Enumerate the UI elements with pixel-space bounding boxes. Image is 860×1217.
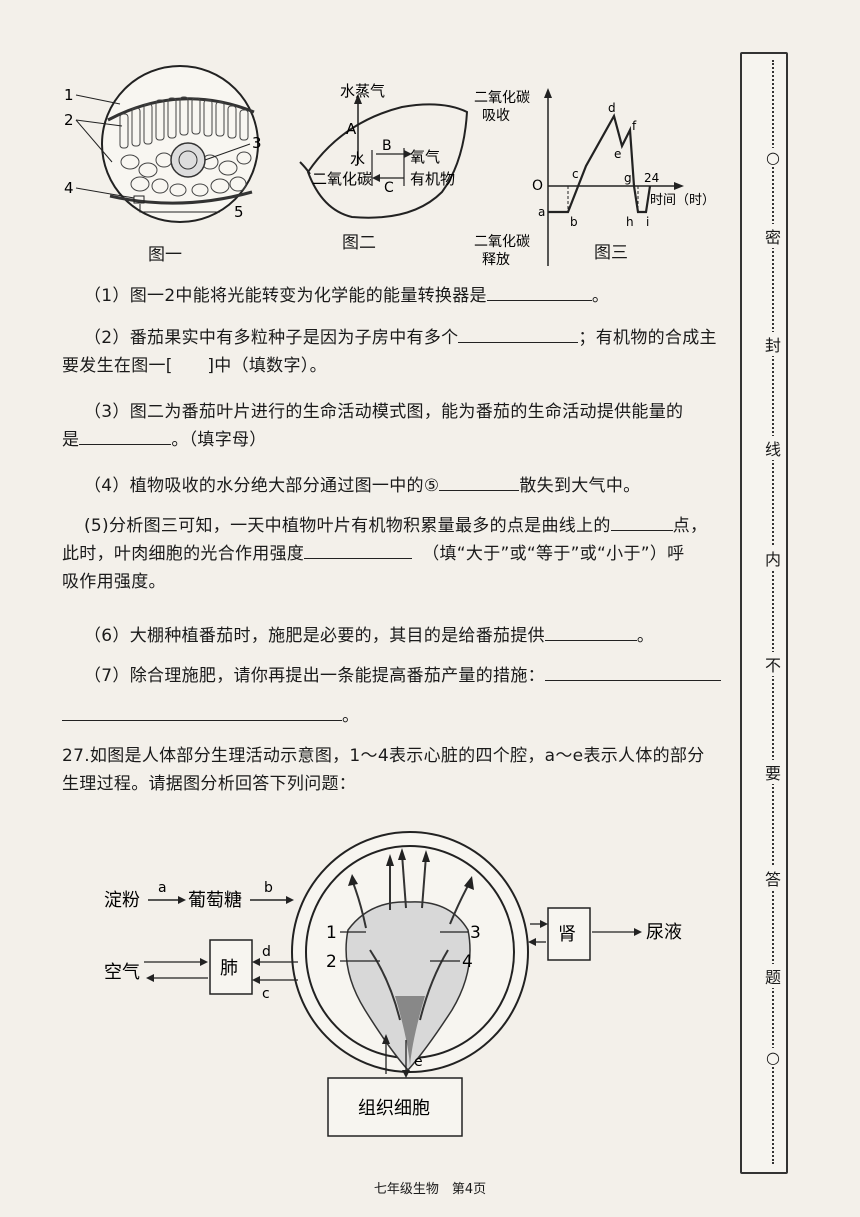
label-glucose: 葡萄糖 [188, 890, 242, 911]
leaf-cross-section-drawing: 1 2 3 4 5 [64, 65, 262, 223]
binding-margin: ○ 密 封 线 内 不 要 答 题 ○ [740, 52, 788, 1174]
question-6: （6）大棚种植番茄时，施肥是必要的，其目的是给番茄提供。 [62, 622, 732, 650]
figure-2: 水蒸气 A 水 B C 二氧化碳 氧气 有机物 图二 [292, 82, 472, 262]
fig3-point-e: e [614, 147, 621, 161]
question-7: （7）除合理施肥，请你再提出一条能提高番茄产量的措施： 。 [62, 662, 732, 730]
answer-blank-7a[interactable] [544, 662, 721, 681]
fig1-label-4: 4 [64, 179, 74, 197]
answer-blank-5b[interactable] [304, 540, 413, 559]
label-b: b [264, 880, 273, 896]
binding-char-feng: 封 [761, 332, 785, 356]
answer-blank-4[interactable] [439, 472, 520, 491]
fig3-y-top-1: 二氧化碳 [474, 90, 530, 106]
label-d: d [262, 944, 271, 960]
label-starch: 淀粉 [104, 890, 140, 911]
fig1-caption: 图一 [148, 245, 182, 265]
answer-blank-6[interactable] [544, 622, 637, 641]
fig3-point-g: g [624, 171, 632, 185]
fig3-point-f: f [632, 119, 637, 133]
label-lung: 肺 [220, 958, 238, 979]
chamber-3: 3 [470, 923, 481, 943]
binding-dotted-line [772, 60, 774, 1164]
fig2-A: A [346, 120, 357, 138]
fig2-vapor: 水蒸气 [340, 82, 385, 100]
binding-char-xian: 线 [761, 436, 785, 460]
question-2: （2）番茄果实中有多粒种子是因为子房中有多个；有机物的合成主 要发生在图一[ ]… [62, 324, 732, 380]
question-3: （3）图二为番茄叶片进行的生命活动模式图，能为番茄的生命活动提供能量的 是。（填… [62, 402, 684, 450]
label-c: c [262, 986, 270, 1002]
tissue-box [327, 1077, 463, 1137]
fig3-point-h: h [626, 215, 634, 229]
answer-blank-2a[interactable] [458, 324, 579, 343]
fig2-organic: 有机物 [410, 170, 455, 188]
fig3-point-b: b [570, 215, 578, 229]
fig3-point-a: a [538, 205, 545, 219]
label-urine: 尿液 [646, 922, 682, 943]
fig1-label-3: 3 [252, 134, 262, 152]
leaf-activity-drawing: 水蒸气 A 水 B C 二氧化碳 氧气 有机物 [299, 82, 469, 219]
fig3-y-bottom-2: 释放 [482, 252, 510, 268]
kidney-box [547, 907, 591, 961]
fig3-x-tick-24: 24 [644, 171, 659, 185]
fig2-B: B [382, 138, 392, 154]
binding-char-bu: 不 [761, 652, 785, 676]
binding-char-ti: 题 [761, 964, 785, 988]
binding-char-mi: 密 [761, 224, 785, 248]
fig1-label-1: 1 [64, 86, 74, 104]
question-27: 27.如图是人体部分生理活动示意图，1～4表示心脏的四个腔，a～e表示人体的部分… [62, 746, 705, 794]
co2-curve-chart: 二氧化碳 吸收 二氧化碳 释放 O 24 时间（时） a b c d e f g… [474, 88, 715, 268]
figure-1: 1 2 3 4 5 图一 [60, 62, 280, 265]
label-air: 空气 [104, 962, 140, 983]
label-kidney: 肾 [558, 924, 576, 945]
binding-circle-bottom: ○ [761, 1048, 785, 1067]
page-footer: 七年级生物 第4页 [373, 1182, 487, 1197]
fig3-y-bottom-1: 二氧化碳 [474, 234, 530, 250]
chamber-1: 1 [326, 923, 337, 943]
fig2-water: 水 [350, 150, 365, 168]
fig3-point-d: d [608, 101, 616, 115]
fig1-label-2: 2 [64, 111, 74, 129]
answer-blank-5a[interactable] [610, 512, 673, 531]
binding-char-da: 答 [761, 866, 785, 890]
fig3-point-c: c [572, 167, 579, 181]
fig3-y-top-2: 吸收 [482, 108, 510, 124]
fig3-point-i: i [646, 215, 649, 229]
fig2-C: C [384, 180, 394, 196]
question-1-text: （1）图一2中能将光能转变为化学能的能量转换器是 [84, 286, 487, 306]
answer-blank-1[interactable] [486, 282, 592, 301]
fig2-oxygen: 氧气 [410, 148, 440, 166]
answer-blank-7b[interactable] [62, 702, 342, 721]
physiology-diagram-drawing: 1 2 3 4 淀粉 a 葡萄糖 b 空气 肺 d c [104, 831, 682, 1137]
binding-circle-top: ○ [761, 148, 785, 167]
binding-char-nei: 内 [761, 546, 785, 570]
question-5: (5)分析图三可知，一天中植物叶片有机物积累量最多的点是曲线上的点， 此时，叶肉… [62, 512, 732, 596]
label-e: e [414, 1054, 423, 1070]
physiology-diagram: 1 2 3 4 淀粉 a 葡萄糖 b 空气 肺 d c [90, 820, 730, 1150]
lung-box [209, 939, 253, 995]
fig3-x-label: 时间（时） [650, 193, 715, 208]
answer-blank-3[interactable] [79, 426, 172, 445]
question-1: （1）图一2中能将光能转变为化学能的能量转换器是。 [62, 282, 732, 310]
binding-char-yao: 要 [761, 760, 785, 784]
chamber-2: 2 [326, 952, 337, 972]
fig2-caption: 图二 [342, 233, 376, 253]
fig1-label-5: 5 [234, 203, 244, 221]
fig3-origin: O [532, 178, 543, 194]
label-tissue: 组织细胞 [358, 1098, 430, 1119]
figure-3: 二氧化碳 吸收 二氧化碳 释放 O 24 时间（时） a b c d e f g… [474, 86, 724, 272]
label-a: a [158, 880, 167, 896]
chamber-4: 4 [462, 952, 473, 972]
fig2-co2: 二氧化碳 [312, 170, 372, 188]
fig3-caption: 图三 [594, 243, 628, 263]
